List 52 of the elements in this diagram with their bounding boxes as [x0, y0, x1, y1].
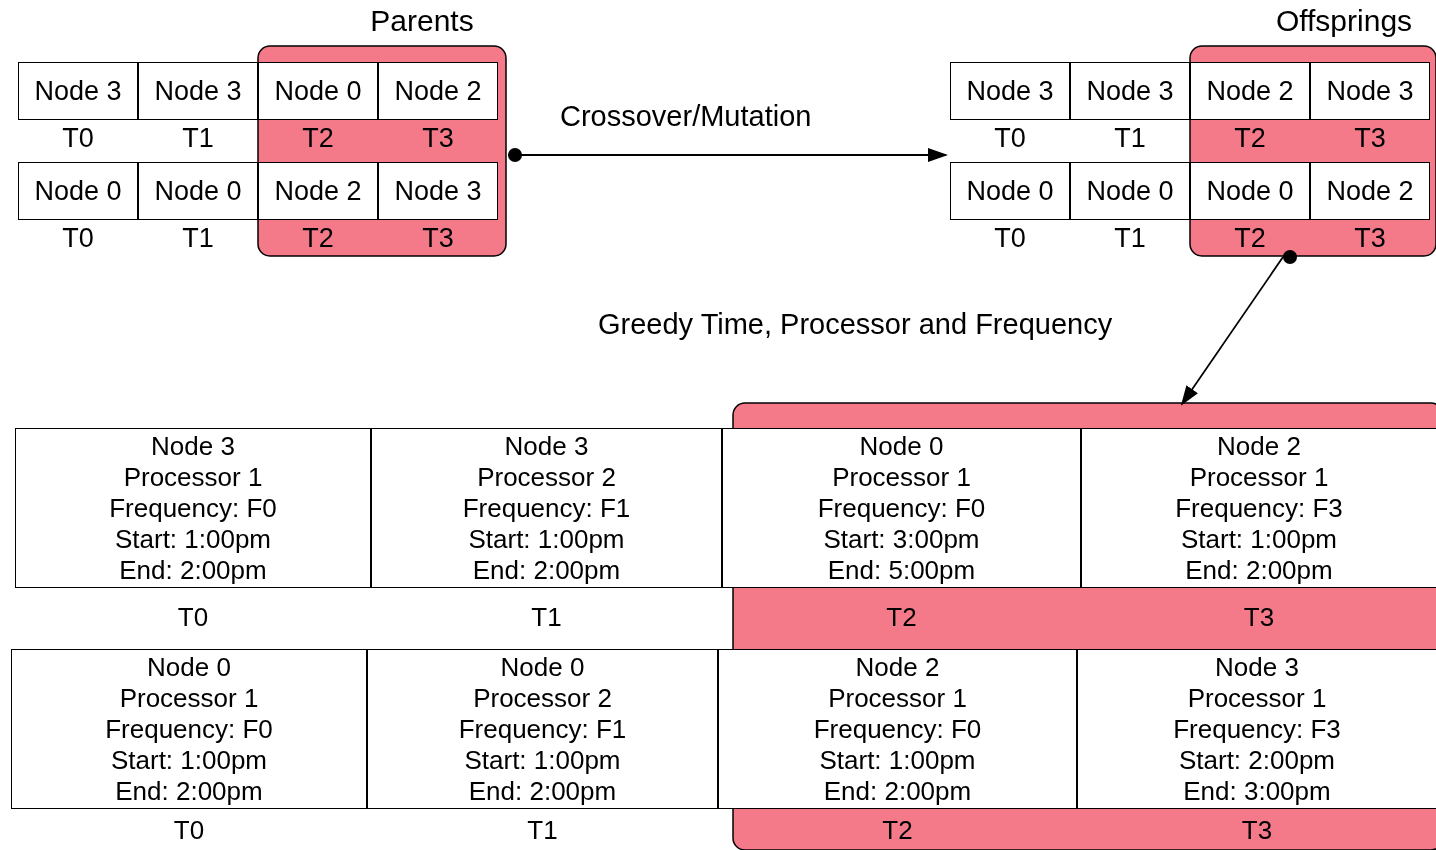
schedule-cell: Node 2 Processor 1 Frequency: F3 Start: 1:00pm End: 2:00pm: [1081, 428, 1436, 588]
task-label: T0: [61, 221, 95, 255]
task-label: T0: [993, 221, 1027, 255]
task-label: T1: [1113, 221, 1147, 255]
gene-cell: Node 3: [1070, 62, 1190, 120]
task-label: T3: [1240, 813, 1274, 847]
task-label: T3: [1242, 600, 1276, 634]
gene-cell: Node 3: [18, 62, 138, 120]
task-label: T1: [181, 221, 215, 255]
schedule-cell: Node 0 Processor 1 Frequency: F0 Start: 3:00pm End: 5:00pm: [722, 428, 1081, 588]
task-label: T2: [1233, 121, 1267, 155]
task-label: T1: [1113, 121, 1147, 155]
task-label: T2: [1233, 221, 1267, 255]
task-label: T2: [885, 600, 918, 634]
schedule-cell: Node 3 Processor 1 Frequency: F3 Start: 2:00pm End: 3:00pm: [1077, 649, 1436, 809]
gene-cell: Node 3: [138, 62, 258, 120]
task-label: T1: [530, 600, 563, 634]
arrow: [507, 148, 948, 162]
gene-cell: Node 0: [18, 162, 138, 220]
gene-cell: Node 0: [258, 62, 378, 120]
group-title: Offsprings: [1274, 4, 1414, 38]
gene-cell: Node 3: [950, 62, 1070, 120]
schedule-cell: Node 0 Processor 2 Frequency: F1 Start: 1:00pm End: 2:00pm: [367, 649, 718, 809]
task-label: T1: [526, 813, 559, 847]
gene-cell: Node 3: [1310, 62, 1430, 120]
gene-cell: Node 2: [1190, 62, 1310, 120]
task-label: T2: [881, 813, 914, 847]
gene-cell: Node 0: [138, 162, 258, 220]
task-label: T2: [301, 221, 335, 255]
task-label: T0: [993, 121, 1027, 155]
arrow: [1180, 250, 1297, 406]
gene-cell: Node 0: [1190, 162, 1310, 220]
gene-cell: Node 3: [378, 162, 498, 220]
gene-cell: Node 2: [1310, 162, 1430, 220]
gene-cell: Node 0: [950, 162, 1070, 220]
gene-cell: Node 2: [378, 62, 498, 120]
task-label: T0: [61, 121, 95, 155]
gene-cell: Node 0: [1070, 162, 1190, 220]
task-label: T1: [181, 121, 215, 155]
schedule-cell: Node 3 Processor 2 Frequency: F1 Start: 1:00pm End: 2:00pm: [371, 428, 722, 588]
schedule-cell: Node 0 Processor 1 Frequency: F0 Start: 1:00pm End: 2:00pm: [11, 649, 367, 809]
task-label: T3: [1353, 221, 1387, 255]
schedule-cell: Node 3 Processor 1 Frequency: F0 Start: 1:00pm End: 2:00pm: [15, 428, 371, 588]
task-label: T3: [1353, 121, 1387, 155]
task-label: T3: [421, 121, 455, 155]
group-title: Parents: [369, 4, 475, 38]
task-label: T2: [301, 121, 335, 155]
schedule-cell: Node 2 Processor 1 Frequency: F0 Start: 1:00pm End: 2:00pm: [718, 649, 1077, 809]
task-label: T3: [421, 221, 455, 255]
task-label: T0: [172, 813, 206, 847]
gene-cell: Node 2: [258, 162, 378, 220]
task-label: T0: [176, 600, 210, 634]
